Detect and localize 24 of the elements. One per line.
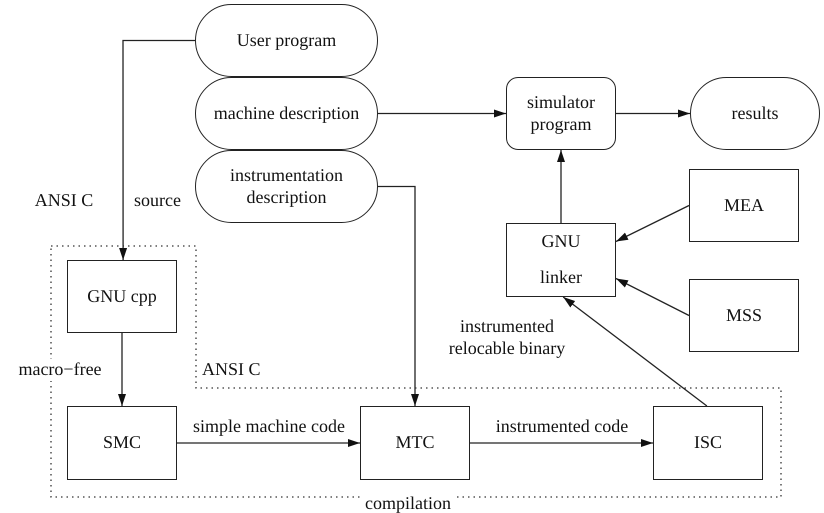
arrow bbox=[562, 296, 708, 407]
process-box: simulator program bbox=[506, 77, 616, 150]
arrow bbox=[470, 439, 653, 447]
terminal-shape: machine description bbox=[195, 77, 378, 150]
process-box: GNU linker bbox=[506, 223, 616, 297]
arrow bbox=[616, 110, 690, 118]
terminal-shape: instrumentation description bbox=[195, 150, 378, 223]
arrow bbox=[616, 278, 690, 316]
arrow bbox=[119, 40, 195, 260]
process-box: GNU cpp bbox=[67, 260, 177, 333]
process-box: MEA bbox=[689, 169, 799, 242]
terminal-shape: results bbox=[690, 77, 820, 150]
arrow bbox=[378, 186, 419, 406]
terminal-shape: User program bbox=[195, 4, 378, 77]
arrow bbox=[118, 333, 126, 406]
process-box: SMC bbox=[67, 406, 177, 480]
arrow bbox=[557, 150, 565, 223]
process-box: ISC bbox=[653, 406, 763, 480]
arrow bbox=[378, 110, 506, 118]
group-title: compilation bbox=[362, 494, 454, 512]
process-box: MTC bbox=[360, 406, 470, 480]
arrow bbox=[616, 204, 690, 242]
arrow bbox=[177, 439, 360, 447]
process-box: MSS bbox=[689, 279, 799, 352]
